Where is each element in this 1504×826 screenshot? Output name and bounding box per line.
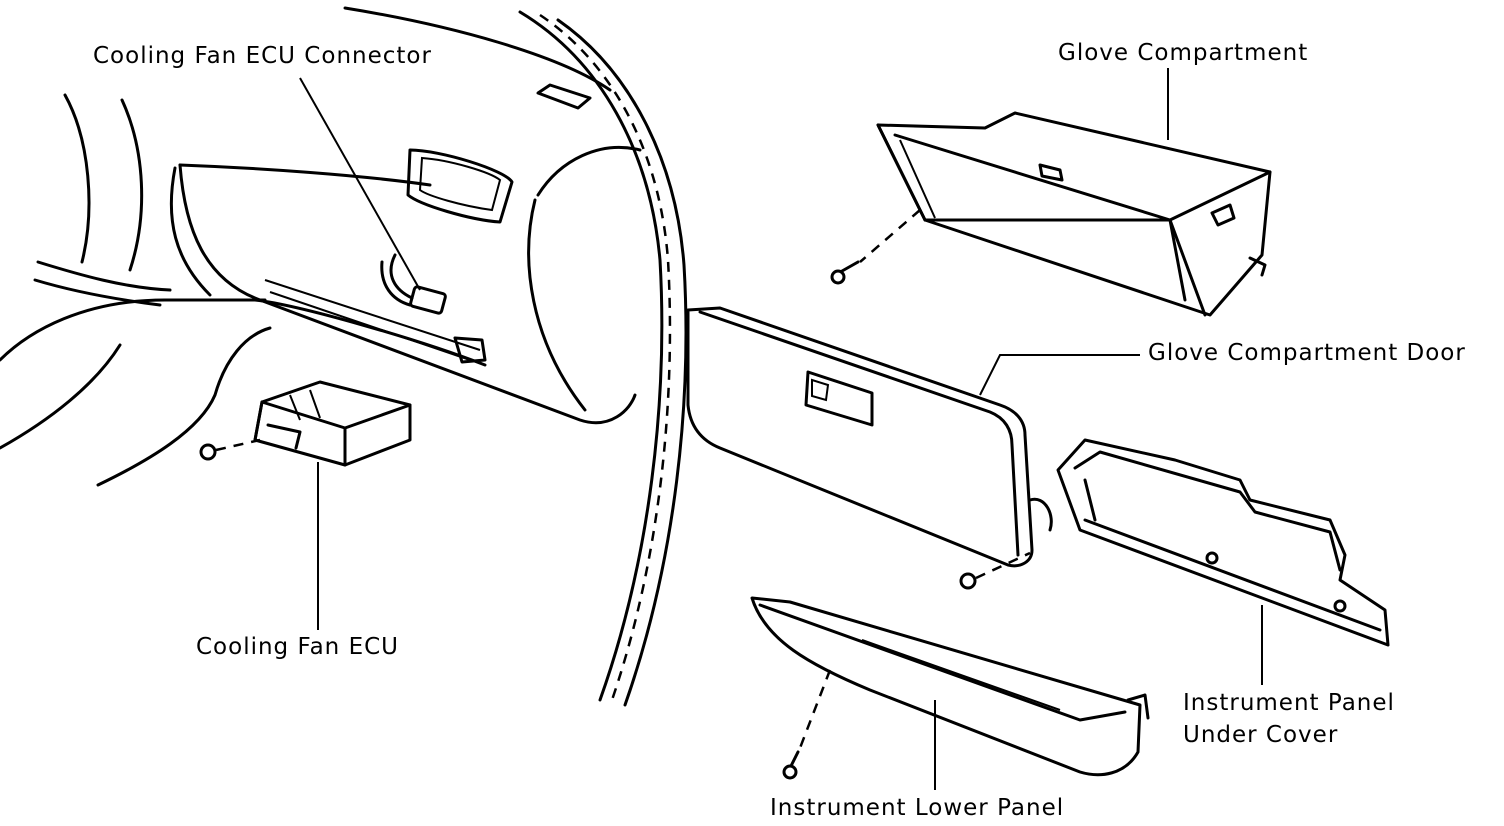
leader-ecu-connector — [299, 77, 421, 291]
instrument-panel-under-cover-part — [1056, 438, 1390, 647]
label-instrument-lower-panel: Instrument Lower Panel — [770, 795, 1065, 821]
glove-compartment-part — [876, 111, 1272, 317]
leader-glove-door — [979, 354, 1140, 396]
glove-compartment-screw — [830, 209, 921, 285]
label-cooling-fan-ecu-connector: Cooling Fan ECU Connector — [93, 43, 432, 69]
glove-compartment-door-part — [686, 306, 1053, 590]
label-glove-compartment-door: Glove Compartment Door — [1148, 340, 1466, 366]
dashboard-illustration — [0, 6, 688, 707]
label-instrument-panel-under-cover-line2: Under Cover — [1183, 722, 1339, 748]
instrument-lower-panel-part — [750, 596, 1150, 780]
cooling-fan-ecu-part — [199, 380, 412, 467]
label-cooling-fan-ecu: Cooling Fan ECU — [196, 634, 399, 660]
label-instrument-panel-under-cover-line1: Instrument Panel — [1183, 690, 1395, 716]
label-glove-compartment: Glove Compartment — [1058, 40, 1309, 66]
